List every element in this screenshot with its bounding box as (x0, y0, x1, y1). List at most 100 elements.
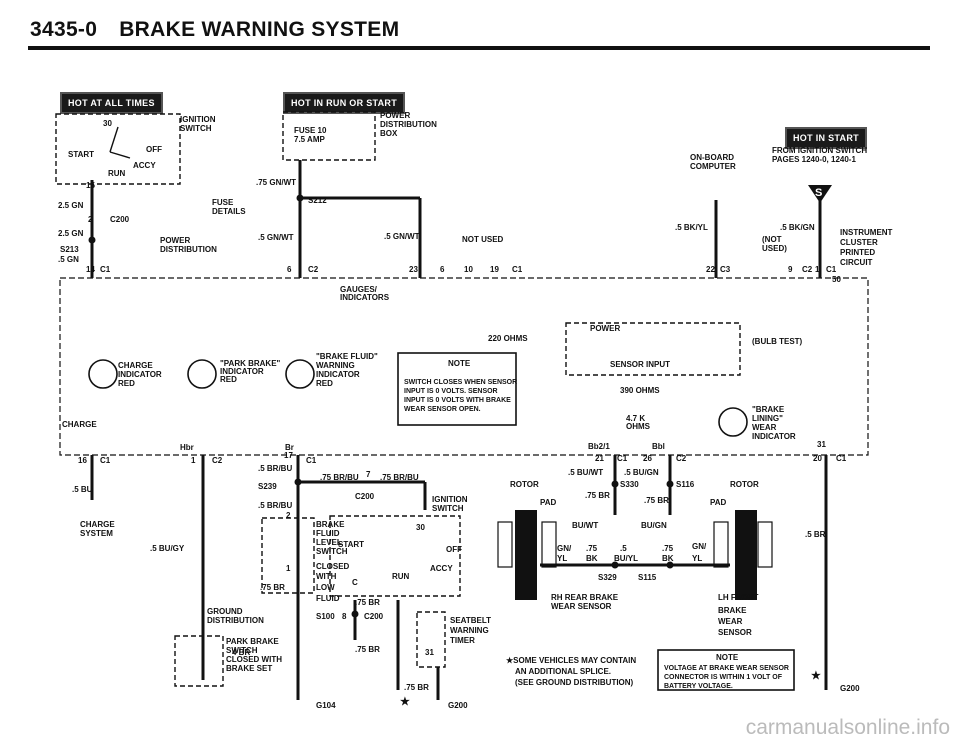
label: ON-BOARD (690, 153, 734, 162)
label: INDICATOR (752, 432, 796, 441)
pin: 31 (425, 648, 434, 657)
label: BRAKE SET (226, 664, 272, 673)
label: CONNECTOR IS WITHIN 1 VOLT OF (664, 674, 783, 681)
pin: C2 (676, 454, 687, 463)
splice-label: S329 (598, 573, 617, 582)
label: COMPUTER (690, 162, 736, 171)
s-connector-letter: S (815, 187, 822, 199)
label: BATTERY VOLTAGE. (664, 683, 733, 690)
label: SWITCH CLOSES WHEN SENSOR (404, 379, 517, 386)
label: POWER (590, 324, 620, 333)
label: PAD (710, 498, 727, 507)
pin: 7 (366, 470, 371, 479)
label: (BULB TEST) (752, 337, 803, 346)
label: SWITCH (316, 547, 348, 556)
wire-label: .75 BR (404, 683, 429, 692)
wire-label: .5 (620, 544, 627, 553)
label: WEAR SENSOR OPEN. (404, 406, 481, 413)
label: PARK BRAKE (226, 637, 279, 646)
label: ROTOR (730, 480, 759, 489)
label: SENSOR (718, 628, 752, 637)
wire-label: .5 BR (805, 530, 826, 539)
wire-label: .75 (662, 544, 674, 553)
splice-label: C200 (355, 492, 375, 501)
label: WARNING (450, 626, 489, 635)
label: RED (316, 379, 333, 388)
label: CHARGE (80, 520, 115, 529)
wire-label: .75 BR/BU (380, 473, 419, 482)
label: SWITCH (226, 646, 258, 655)
label: IGNITION (432, 495, 468, 504)
label: INDICATOR (118, 370, 162, 379)
label: SENSOR INPUT (610, 360, 670, 369)
pin: C2 (802, 265, 813, 274)
label: DISTRIBUTION (207, 616, 264, 625)
pin: 30 (416, 523, 425, 532)
wire-label: Bbl (652, 442, 665, 451)
label: LEVEL (316, 538, 342, 547)
label: NOTE (448, 359, 471, 368)
label: CHARGE (118, 361, 153, 370)
splice-label: C200 (364, 612, 384, 621)
ign-label-2: SWITCH (180, 124, 212, 133)
label: FROM IGNITION SWITCH (772, 146, 867, 155)
label: CHARGE (62, 420, 97, 429)
pin: C2 (212, 456, 223, 465)
wire-label: .75 BR (260, 583, 285, 592)
splice-label: S213 (60, 245, 79, 254)
star-mark: ★ (811, 670, 821, 682)
label: PAGES 1240-0, 1240-1 (772, 155, 856, 164)
pin: C1 (100, 265, 111, 274)
ground-label: G200 (448, 701, 468, 710)
label: ★SOME VEHICLES MAY CONTAIN (506, 656, 636, 665)
wire-label: 4 BR (232, 648, 250, 657)
pd-box-1: POWER (380, 111, 410, 120)
label: NOTE (716, 653, 739, 662)
wire-label: BK (586, 554, 598, 563)
label: GROUND (207, 607, 243, 616)
fuse-label: FUSE 10 (294, 126, 327, 135)
wire-label: .75 (586, 544, 598, 553)
label: CIRCUIT (840, 258, 873, 267)
pin: 16 (78, 456, 87, 465)
pd-box-3: BOX (380, 129, 398, 138)
label: WITH (316, 572, 337, 581)
wire-label: .5 BU/GY (150, 544, 185, 553)
wire-label: .5 BU/GN (624, 468, 659, 477)
pin: 9 (788, 265, 793, 274)
label: 390 OHMS (620, 386, 660, 395)
star-mark: ★ (400, 696, 410, 708)
label: WEAR (718, 617, 743, 626)
splice-label: S239 (258, 482, 277, 491)
wire-label: .5 BR/BU (258, 464, 292, 473)
wire-label: .75 GN/WT (256, 178, 296, 187)
wire-label: .75 BR (644, 496, 669, 505)
label: INPUT IS 0 VOLTS WITH BRAKE (404, 397, 511, 404)
wire-label: .5 BK/YL (675, 223, 708, 232)
wire-label: YL (692, 554, 702, 563)
ign-label-1: IGNITION (180, 115, 216, 124)
label: START (338, 540, 364, 549)
ign-accy: ACCY (133, 161, 156, 170)
wire-label: GN/ (557, 544, 572, 553)
label: SEATBELT (450, 616, 491, 625)
label: VOLTAGE AT BRAKE WEAR SENSOR (664, 665, 789, 672)
label: POWER (160, 236, 190, 245)
label: OFF (446, 545, 462, 554)
ground-label: G104 (316, 701, 336, 710)
pin: C1 (617, 454, 628, 463)
label: LH FRONT (718, 593, 759, 602)
label: ACCY (430, 564, 453, 573)
label: OHMS (626, 422, 651, 431)
splice-label: C200 (110, 215, 130, 224)
pin: 20 (813, 454, 822, 463)
ign-t30: 30 (103, 119, 112, 128)
label: INPUT IS 0 VOLTS. SENSOR (404, 388, 498, 395)
label: RED (220, 375, 237, 384)
label: CLUSTER (840, 238, 878, 247)
ign-run: RUN (108, 169, 126, 178)
watermark: carmanualsonline.info (745, 716, 950, 739)
pin: 10 (464, 265, 473, 274)
